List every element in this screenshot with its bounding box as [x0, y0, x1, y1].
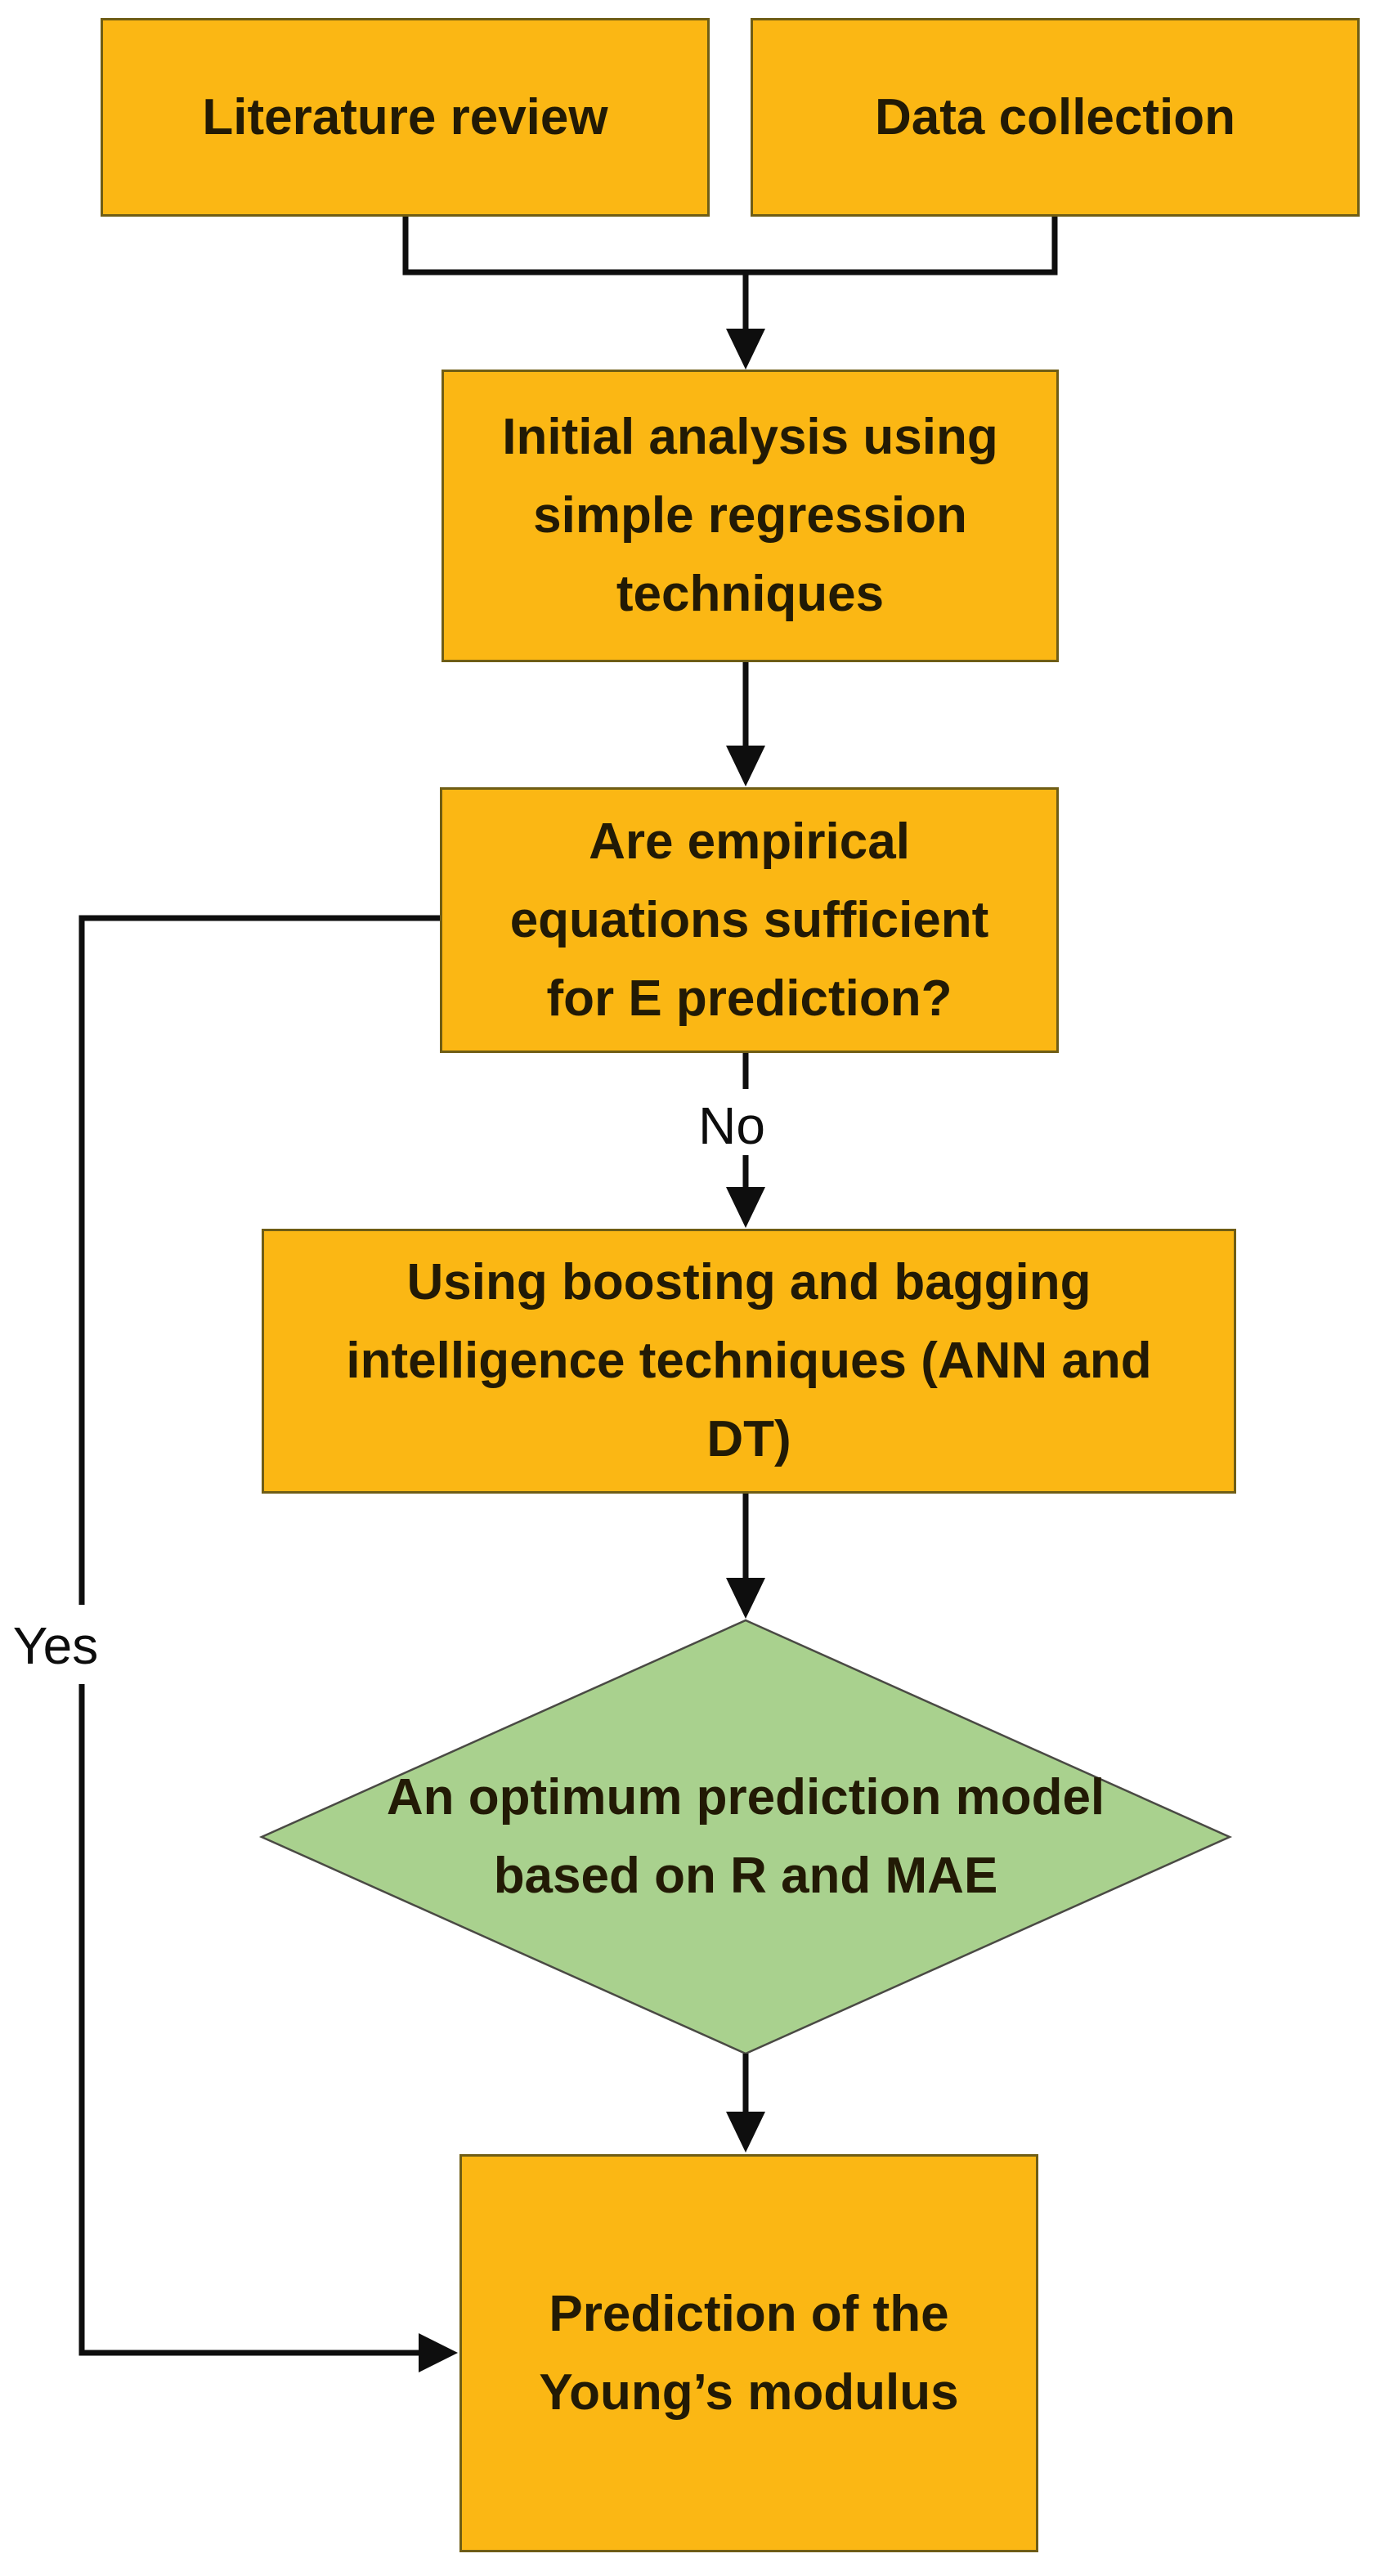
- node-optimum-model-label: An optimum prediction model based on R a…: [386, 1769, 1105, 1904]
- arrowhead-to-empirical: [726, 746, 765, 786]
- edge-label-yes: Yes: [0, 1617, 111, 1674]
- node-initial-analysis: Initial analysis using simple regression…: [441, 370, 1059, 662]
- arrowhead-to-initial: [726, 329, 765, 370]
- node-boosting-bagging: Using boosting and bagging intelligence …: [262, 1229, 1236, 1494]
- node-data-collection: Data collection: [751, 18, 1360, 217]
- edge-label-no: No: [691, 1097, 773, 1154]
- node-prediction-youngs-modulus: Prediction of the Young’s modulus: [459, 2154, 1038, 2552]
- arrowhead-yes-to-prediction: [419, 2333, 458, 2372]
- node-literature-review: Literature review: [101, 18, 710, 217]
- arrowhead-to-prediction: [726, 2112, 765, 2153]
- arrowhead-to-diamond: [726, 1578, 765, 1619]
- node-empirical-question: Are empirical equations sufficient for E…: [440, 787, 1059, 1053]
- arrowhead-to-boosting: [726, 1187, 765, 1228]
